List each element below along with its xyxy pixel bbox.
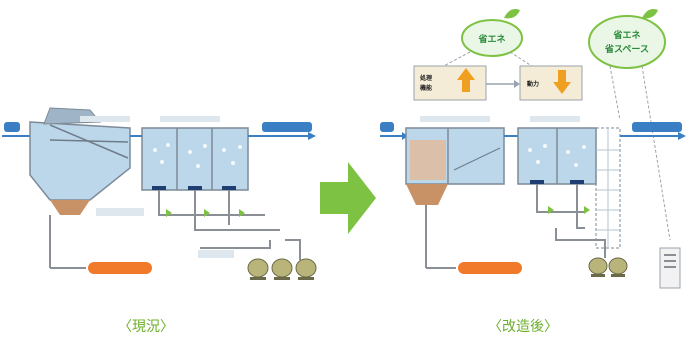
- eco-bubble-left: [461, 19, 523, 57]
- scraper-line: [453, 147, 501, 171]
- sludge-label: [88, 262, 152, 274]
- leaf-icon: [642, 9, 658, 19]
- inflow-arrow-icon: [402, 132, 408, 140]
- air-flow-arrows: [548, 206, 590, 214]
- tank-label-box: [420, 116, 490, 122]
- sludge-hopper: [50, 200, 90, 215]
- diffuser: [570, 180, 584, 184]
- aeration-label-box: [530, 116, 580, 122]
- sludge-label: [458, 262, 522, 274]
- diffuser: [152, 186, 166, 190]
- aeration-label-box: [160, 116, 220, 122]
- sludge-hopper: [406, 184, 448, 205]
- improvement-box-left-line1: 処理: [419, 74, 432, 82]
- inflow-label: [380, 122, 394, 132]
- renovated-process-diagram: 省エネ 省エネ 省スペース 処理 機能 動力: [380, 9, 686, 289]
- blower-bases: [250, 277, 314, 280]
- bubbles: [528, 144, 586, 167]
- outflow-arrow-icon: [308, 132, 316, 140]
- blowers: [247, 258, 317, 278]
- improvement-box-right: [519, 65, 583, 101]
- outflow-label: [262, 122, 312, 132]
- eco-bubble-left-text: 省エネ: [477, 33, 505, 45]
- box-connector-arrow-icon: [514, 80, 520, 88]
- inflow-label: [4, 122, 20, 132]
- air-piping: [536, 184, 606, 258]
- current-process-diagram: [2, 107, 317, 280]
- improvement-box-right-text: 動力: [527, 80, 539, 88]
- leaf-icon: [504, 9, 520, 19]
- outflow-arrow-icon: [678, 132, 686, 140]
- freed-space-grid: [596, 128, 620, 248]
- control-panel-details: [664, 254, 676, 268]
- caption-current: 〈現況〉: [118, 319, 174, 335]
- improvement-box-left-line2: 機能: [420, 84, 432, 92]
- blower-label-box: [198, 250, 234, 258]
- eco-bubble-right: [588, 15, 666, 69]
- tank-label-box: [80, 116, 130, 122]
- bubbles: [153, 143, 242, 168]
- renovated-state-panel: 省エネ 省エネ 省スペース 処理 機能 動力: [380, 0, 689, 340]
- sludge-zone: [410, 140, 446, 180]
- transition-arrow-icon: [320, 162, 376, 234]
- eco-bubble-right-line2: 省スペース: [604, 43, 649, 55]
- air-piping: [158, 190, 301, 260]
- down-arrow-icon: [553, 70, 571, 94]
- blowers: [588, 257, 628, 275]
- pipe-label-box: [96, 208, 144, 216]
- primary-settling-tank: [29, 121, 131, 201]
- caption-renovated: 〈改造後〉: [488, 319, 558, 335]
- blower-bases: [591, 274, 625, 277]
- diffuser: [530, 180, 544, 184]
- aeration-tank: [141, 127, 249, 191]
- current-state-panel: 〈現況〉: [0, 0, 320, 340]
- air-flow-arrows: [166, 209, 245, 217]
- leader-lines: [439, 51, 671, 241]
- improvement-box-left: [413, 65, 487, 101]
- diffuser: [188, 186, 202, 190]
- diffuser: [222, 186, 236, 190]
- up-arrow-icon: [457, 68, 475, 92]
- scraper-line-2: [49, 139, 129, 143]
- outflow-label: [632, 122, 682, 132]
- eco-bubble-right-line1: 省エネ: [612, 29, 640, 41]
